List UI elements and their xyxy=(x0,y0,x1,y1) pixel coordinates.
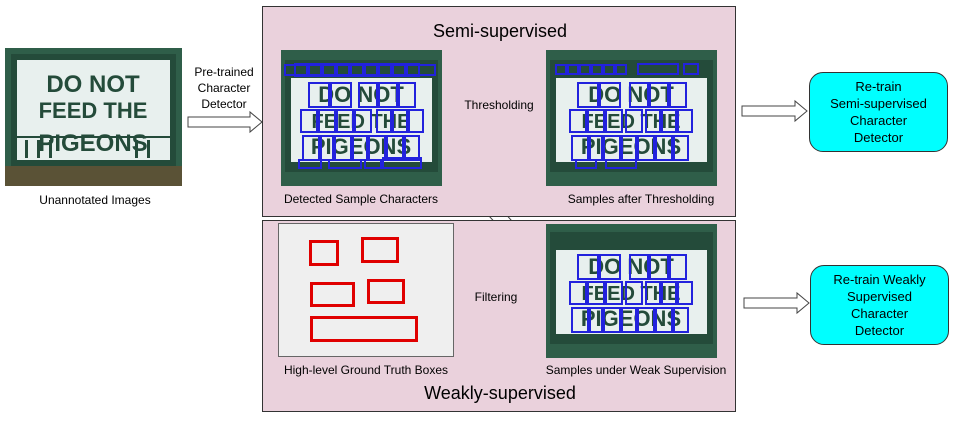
gt-box xyxy=(310,282,355,307)
retrain-semi-supervised-box: Re-train Semi-supervised Character Detec… xyxy=(809,72,948,152)
sign-line-2: FEED THE xyxy=(312,111,411,133)
sign-line-1: DO NOT xyxy=(588,82,674,107)
weak-supervision-caption: Samples under Weak Supervision xyxy=(545,363,727,377)
detected-caption: Detected Sample Characters xyxy=(283,192,439,206)
gt-box xyxy=(361,237,399,263)
sign-line-1: DO NOT xyxy=(588,254,674,279)
semi-supervised-title: Semi-supervised xyxy=(432,21,568,41)
gt-box xyxy=(309,240,339,266)
detected-sign-graphic: DO NOT FEED THE PIGEONS xyxy=(281,50,442,186)
sign-line-1: DO NOT xyxy=(46,71,140,98)
ground-truth-caption: High-level Ground Truth Boxes xyxy=(283,363,449,377)
arrow-pretrained xyxy=(187,110,263,134)
weak-supervision-samples-image: DO NOT FEED THE PIGEONS xyxy=(546,224,717,358)
sign-line-2: FEED THE xyxy=(39,98,148,123)
thresholded-sign-graphic: DO NOT FEED THE PIGEONS xyxy=(546,50,717,186)
arrow-semi-output xyxy=(741,99,808,123)
sign-fence-bars xyxy=(25,140,150,158)
pigeon-sign-graphic: DO NOT FEED THE PIGEONS xyxy=(5,48,182,186)
retrain-weakly-supervised-box: Re-train Weakly Supervised Character Det… xyxy=(810,265,949,345)
sign-line-2: FEED THE xyxy=(582,283,681,305)
weak-sign-graphic: DO NOT FEED THE PIGEONS xyxy=(546,224,717,358)
sign-line-3: PIGEONS xyxy=(581,134,681,159)
sign-line-2: FEED THE xyxy=(582,111,681,133)
detection-boxes xyxy=(284,63,436,169)
gt-box xyxy=(367,279,405,304)
arrow-weak-output xyxy=(743,291,810,315)
sign-line-3: PIGEONS xyxy=(581,306,681,331)
pretrained-label: Pre-trained Character Detector xyxy=(194,65,254,111)
unannotated-caption: Unannotated Images xyxy=(39,193,151,207)
thresholded-samples-image: DO NOT FEED THE PIGEONS xyxy=(546,50,717,186)
thresholding-label: Thresholding xyxy=(464,98,534,112)
thresholded-boxes xyxy=(555,63,699,169)
gt-box xyxy=(310,316,418,342)
detected-characters-image: DO NOT FEED THE PIGEONS xyxy=(281,50,442,186)
weakly-supervised-title: Weakly-supervised xyxy=(424,383,576,403)
ground-truth-panel xyxy=(278,223,454,357)
sign-line-3: PIGEONS xyxy=(38,130,147,157)
filtering-label: Filtering xyxy=(474,290,518,304)
sign-line-3: PIGEONS xyxy=(311,134,411,159)
sign-line-1: DO NOT xyxy=(318,82,404,107)
weak-boxes xyxy=(569,254,693,333)
thresholded-caption: Samples after Thresholding xyxy=(567,192,715,206)
unannotated-image: DO NOT FEED THE PIGEONS xyxy=(5,48,182,186)
